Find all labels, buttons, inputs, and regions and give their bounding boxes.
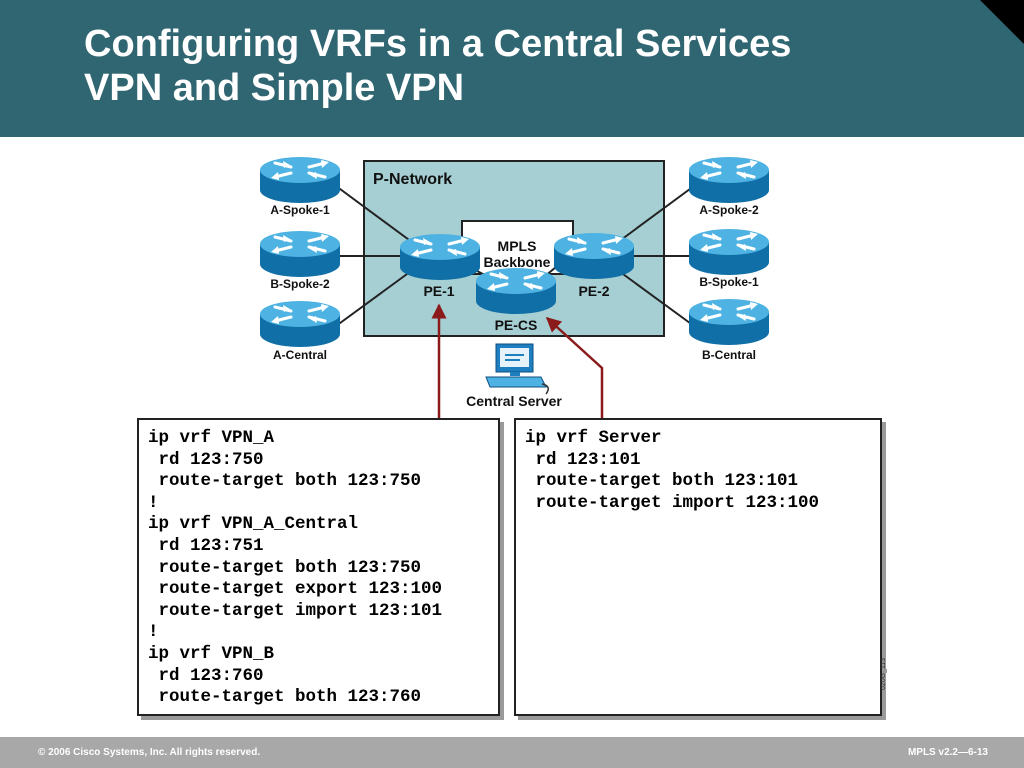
router-a-spoke-1-icon bbox=[258, 155, 342, 205]
link-b-central-pe-2 bbox=[611, 265, 695, 327]
config-line: rd 123:750 bbox=[148, 449, 264, 470]
router-b-central-icon bbox=[687, 297, 771, 347]
p-network-label: P-Network bbox=[373, 171, 452, 188]
config-line: ip vrf VPN_A_Central bbox=[148, 514, 359, 535]
link-a-spoke-1-pe-1 bbox=[335, 185, 421, 249]
router-a-spoke-2-icon bbox=[687, 155, 771, 205]
title-line-1: Configuring VRFs in a Central Services bbox=[84, 23, 792, 65]
router-pe-2-icon bbox=[552, 231, 636, 281]
mpls-label-1: MPLS bbox=[498, 238, 537, 254]
config-line: route-target export 123:100 bbox=[148, 579, 443, 600]
config-line: route-target both 123:760 bbox=[148, 687, 422, 708]
config-line: route-target both 123:750 bbox=[148, 557, 422, 578]
config-line: ip vrf Server bbox=[525, 428, 662, 448]
router-pe-cs-icon bbox=[474, 266, 558, 316]
label-pe-cs: PE-CS bbox=[495, 317, 538, 333]
server-icon bbox=[485, 343, 549, 395]
label-pe-2: PE-2 bbox=[578, 283, 609, 299]
router-pe-1-icon bbox=[398, 232, 482, 282]
config-line: ! bbox=[148, 492, 159, 513]
label-a-central: A-Central bbox=[273, 348, 327, 362]
link-a-central-pe-1 bbox=[335, 265, 419, 327]
slide-footer: © 2006 Cisco Systems, Inc. All rights re… bbox=[0, 737, 1024, 768]
config-line: ! bbox=[148, 622, 159, 643]
title-line-2: VPN and Simple VPN bbox=[84, 67, 465, 109]
router-b-spoke-2-icon bbox=[258, 229, 342, 279]
corner-decoration bbox=[980, 0, 1024, 44]
config-line: rd 123:101 bbox=[525, 449, 641, 470]
router-a-central-icon bbox=[258, 299, 342, 349]
config-box-right: ip vrf Server rd 123:101 route-target bo… bbox=[514, 418, 882, 716]
label-b-spoke-1: B-Spoke-1 bbox=[699, 275, 759, 289]
arrow-to-pe-cs bbox=[545, 316, 604, 418]
label-a-spoke-2: A-Spoke-2 bbox=[699, 203, 759, 217]
router-b-spoke-1-icon bbox=[687, 227, 771, 277]
central-server-label: Central Server bbox=[466, 393, 562, 409]
mpls-label-2: Backbone bbox=[484, 254, 551, 270]
label-a-spoke-1: A-Spoke-1 bbox=[270, 203, 330, 217]
config-line: route-target both 123:750 bbox=[148, 471, 422, 492]
config-line: rd 123:760 bbox=[148, 665, 264, 686]
network-diagram: P-Network MPLS Backbone A-Spoke-1 B-Spok… bbox=[258, 155, 771, 418]
slide-title: Configuring VRFs in a Central Services V… bbox=[84, 22, 944, 110]
config-line: route-target import 123:101 bbox=[148, 600, 443, 621]
label-b-spoke-2: B-Spoke-2 bbox=[270, 277, 330, 291]
config-line: route-target import 123:100 bbox=[525, 492, 820, 513]
label-b-central: B-Central bbox=[702, 348, 756, 362]
config-line: route-target both 123:101 bbox=[525, 471, 799, 492]
label-pe-1: PE-1 bbox=[423, 283, 454, 299]
config-line: ip vrf VPN_B bbox=[148, 644, 275, 664]
config-line: ip vrf VPN_A bbox=[148, 428, 275, 448]
slide-reference: MPLS v2.2—6-13 bbox=[907, 747, 988, 758]
figure-id: 020G_113 bbox=[880, 657, 887, 690]
copyright-text: © 2006 Cisco Systems, Inc. All rights re… bbox=[38, 747, 261, 758]
config-line: rd 123:751 bbox=[148, 536, 264, 556]
config-box-left: ip vrf VPN_A rd 123:750 route-target bot… bbox=[137, 418, 500, 716]
slide-header: Configuring VRFs in a Central Services V… bbox=[0, 0, 1024, 137]
